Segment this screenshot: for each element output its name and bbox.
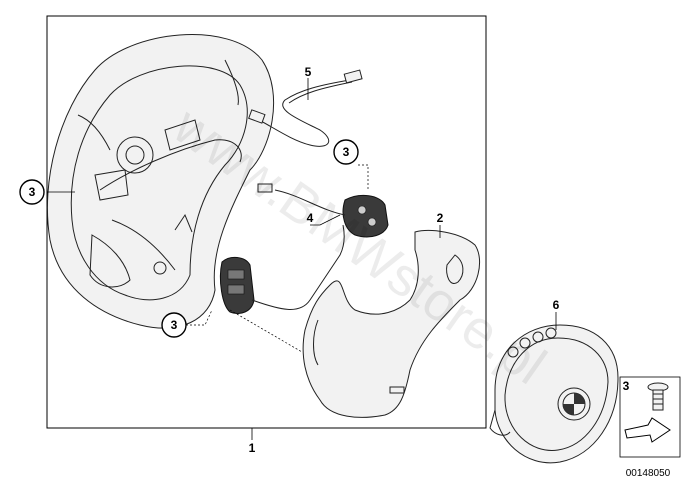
callout-5: 5 (305, 65, 312, 79)
callout-3-screw: 3 (623, 379, 630, 393)
airbag-module[interactable] (489, 324, 619, 464)
screw-part[interactable] (619, 376, 681, 458)
switch-right[interactable] (257, 183, 389, 238)
callout-3-lower: 3 (171, 318, 178, 332)
callout-1: 1 (249, 441, 256, 455)
callout-3-upper-circle (333, 139, 359, 165)
steering-wheel[interactable] (47, 34, 275, 329)
callout-2: 2 (437, 211, 444, 225)
callout-3-upper: 3 (343, 145, 350, 159)
callout-3-left-circle (19, 179, 45, 205)
cable[interactable] (248, 69, 363, 147)
callout-6: 6 (553, 298, 560, 312)
callout-3-lower-circle (161, 312, 187, 338)
cover[interactable] (302, 230, 481, 418)
callout-3-left: 3 (29, 185, 36, 199)
direction-arrow-icon (624, 417, 671, 443)
diagram-frame (46, 15, 487, 429)
callout-4: 4 (307, 211, 314, 225)
part-code: 00148050 (626, 468, 671, 479)
switch-left[interactable] (219, 224, 345, 314)
